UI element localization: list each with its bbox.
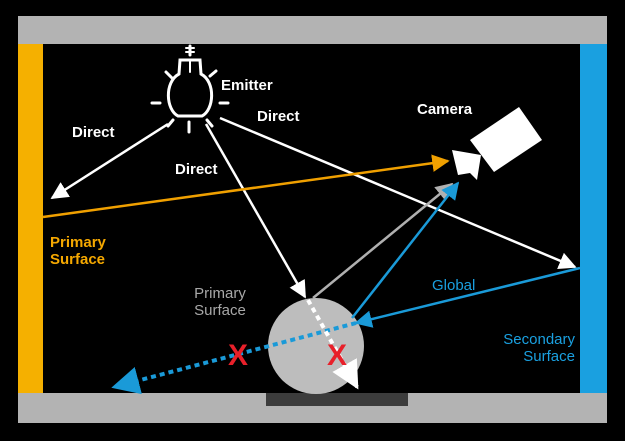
label-camera: Camera [417,101,473,118]
floor-shadow [266,393,408,406]
label-secondary-surface-line1: Secondary [503,331,575,348]
global-ray-incoming [354,266,581,328]
label-emitter: Emitter [221,77,273,94]
label-primary-surface-sphere-line1: Primary [194,285,246,302]
primary-surface-wall [18,44,43,393]
global-ray-occluded [111,321,357,395]
label-primary-surface-sphere: Primary Surface [184,285,256,319]
occlusion-mark-left: X [228,339,248,372]
direct-ray-to-wall [50,122,169,200]
label-secondary-surface: Secondary Surface [478,331,575,365]
label-direct-left: Direct [72,124,115,141]
direct-ray-to-secondary [219,116,577,269]
label-secondary-surface-line2: Surface [523,348,575,365]
global-ray-to-camera [351,181,460,319]
primary-ray-to-camera [42,154,450,219]
occlusion-mark-right: X [327,339,347,372]
direct-ray-occluded [306,299,359,390]
label-primary-surface-wall: Primary Surface [50,234,106,268]
label-primary-surface-wall-line1: Primary [50,234,106,251]
label-direct-right: Direct [257,108,300,125]
sphere-primary-surface [268,298,364,394]
light-bulb-icon [150,44,230,134]
label-primary-surface-wall-line2: Surface [50,251,106,268]
frame-top [18,16,607,44]
label-primary-surface-sphere-line2: Surface [194,302,246,319]
secondary-surface-wall [580,44,607,393]
label-direct-center: Direct [175,161,218,178]
label-global: Global [432,277,476,294]
direct-ray-to-sphere [204,123,307,299]
sphere-ray-to-camera [312,182,454,299]
camera-icon [452,107,542,180]
